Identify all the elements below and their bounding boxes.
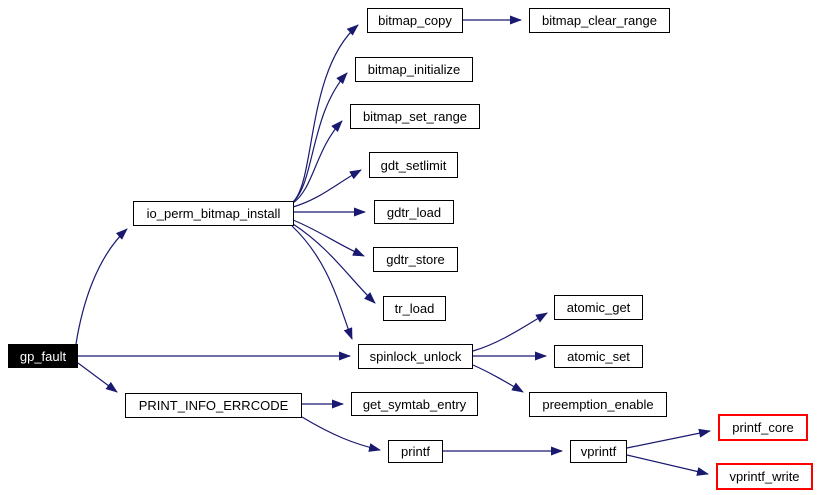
node-vprintf[interactable]: vprintf — [570, 440, 627, 463]
edge-gp_fault-PRINT_INFO_ERRCODE — [77, 362, 118, 393]
node-PRINT_INFO_ERRCODE[interactable]: PRINT_INFO_ERRCODE — [125, 393, 302, 418]
node-bitmap_copy[interactable]: bitmap_copy — [367, 8, 463, 33]
edge-io_perm_bitmap_install-gdtr_store — [292, 219, 365, 257]
node-bitmap_clear_range[interactable]: bitmap_clear_range — [529, 8, 670, 33]
edge-gp_fault-io_perm_bitmap_install — [75, 228, 128, 345]
edge-PRINT_INFO_ERRCODE-printf — [301, 416, 381, 452]
node-get_symtab_entry[interactable]: get_symtab_entry — [351, 392, 478, 416]
node-gdtr_load[interactable]: gdtr_load — [374, 200, 454, 224]
edge-vprintf-printf_core — [626, 428, 711, 449]
node-preemption_enable[interactable]: preemption_enable — [529, 392, 667, 417]
edge-io_perm_bitmap_install-spinlock_unlock — [291, 225, 353, 340]
node-printf[interactable]: printf — [388, 440, 443, 463]
edge-spinlock_unlock-preemption_enable — [472, 364, 524, 393]
node-bitmap_set_range[interactable]: bitmap_set_range — [350, 104, 480, 129]
node-printf_core[interactable]: printf_core — [718, 414, 808, 441]
edge-io_perm_bitmap_install-tr_load — [292, 223, 376, 304]
node-gdt_setlimit[interactable]: gdt_setlimit — [369, 152, 458, 178]
node-io_perm_bitmap_install[interactable]: io_perm_bitmap_install — [133, 201, 294, 226]
edge-io_perm_bitmap_install-bitmap_set_range — [292, 120, 343, 204]
edge-vprintf-vprintf_write — [626, 454, 709, 476]
node-bitmap_initialize[interactable]: bitmap_initialize — [355, 57, 473, 82]
edge-io_perm_bitmap_install-bitmap_copy — [292, 24, 359, 203]
edge-spinlock_unlock-atomic_get — [472, 312, 548, 352]
node-gp_fault[interactable]: gp_fault — [8, 344, 78, 368]
edge-io_perm_bitmap_install-gdt_setlimit — [292, 169, 362, 208]
edge-io_perm_bitmap_install-bitmap_initialize — [292, 72, 348, 203]
node-atomic_set[interactable]: atomic_set — [554, 345, 643, 368]
node-gdtr_store[interactable]: gdtr_store — [373, 247, 458, 272]
node-tr_load[interactable]: tr_load — [383, 296, 446, 321]
node-vprintf_write[interactable]: vprintf_write — [716, 463, 813, 490]
node-atomic_get[interactable]: atomic_get — [554, 295, 643, 320]
node-spinlock_unlock[interactable]: spinlock_unlock — [358, 344, 473, 369]
